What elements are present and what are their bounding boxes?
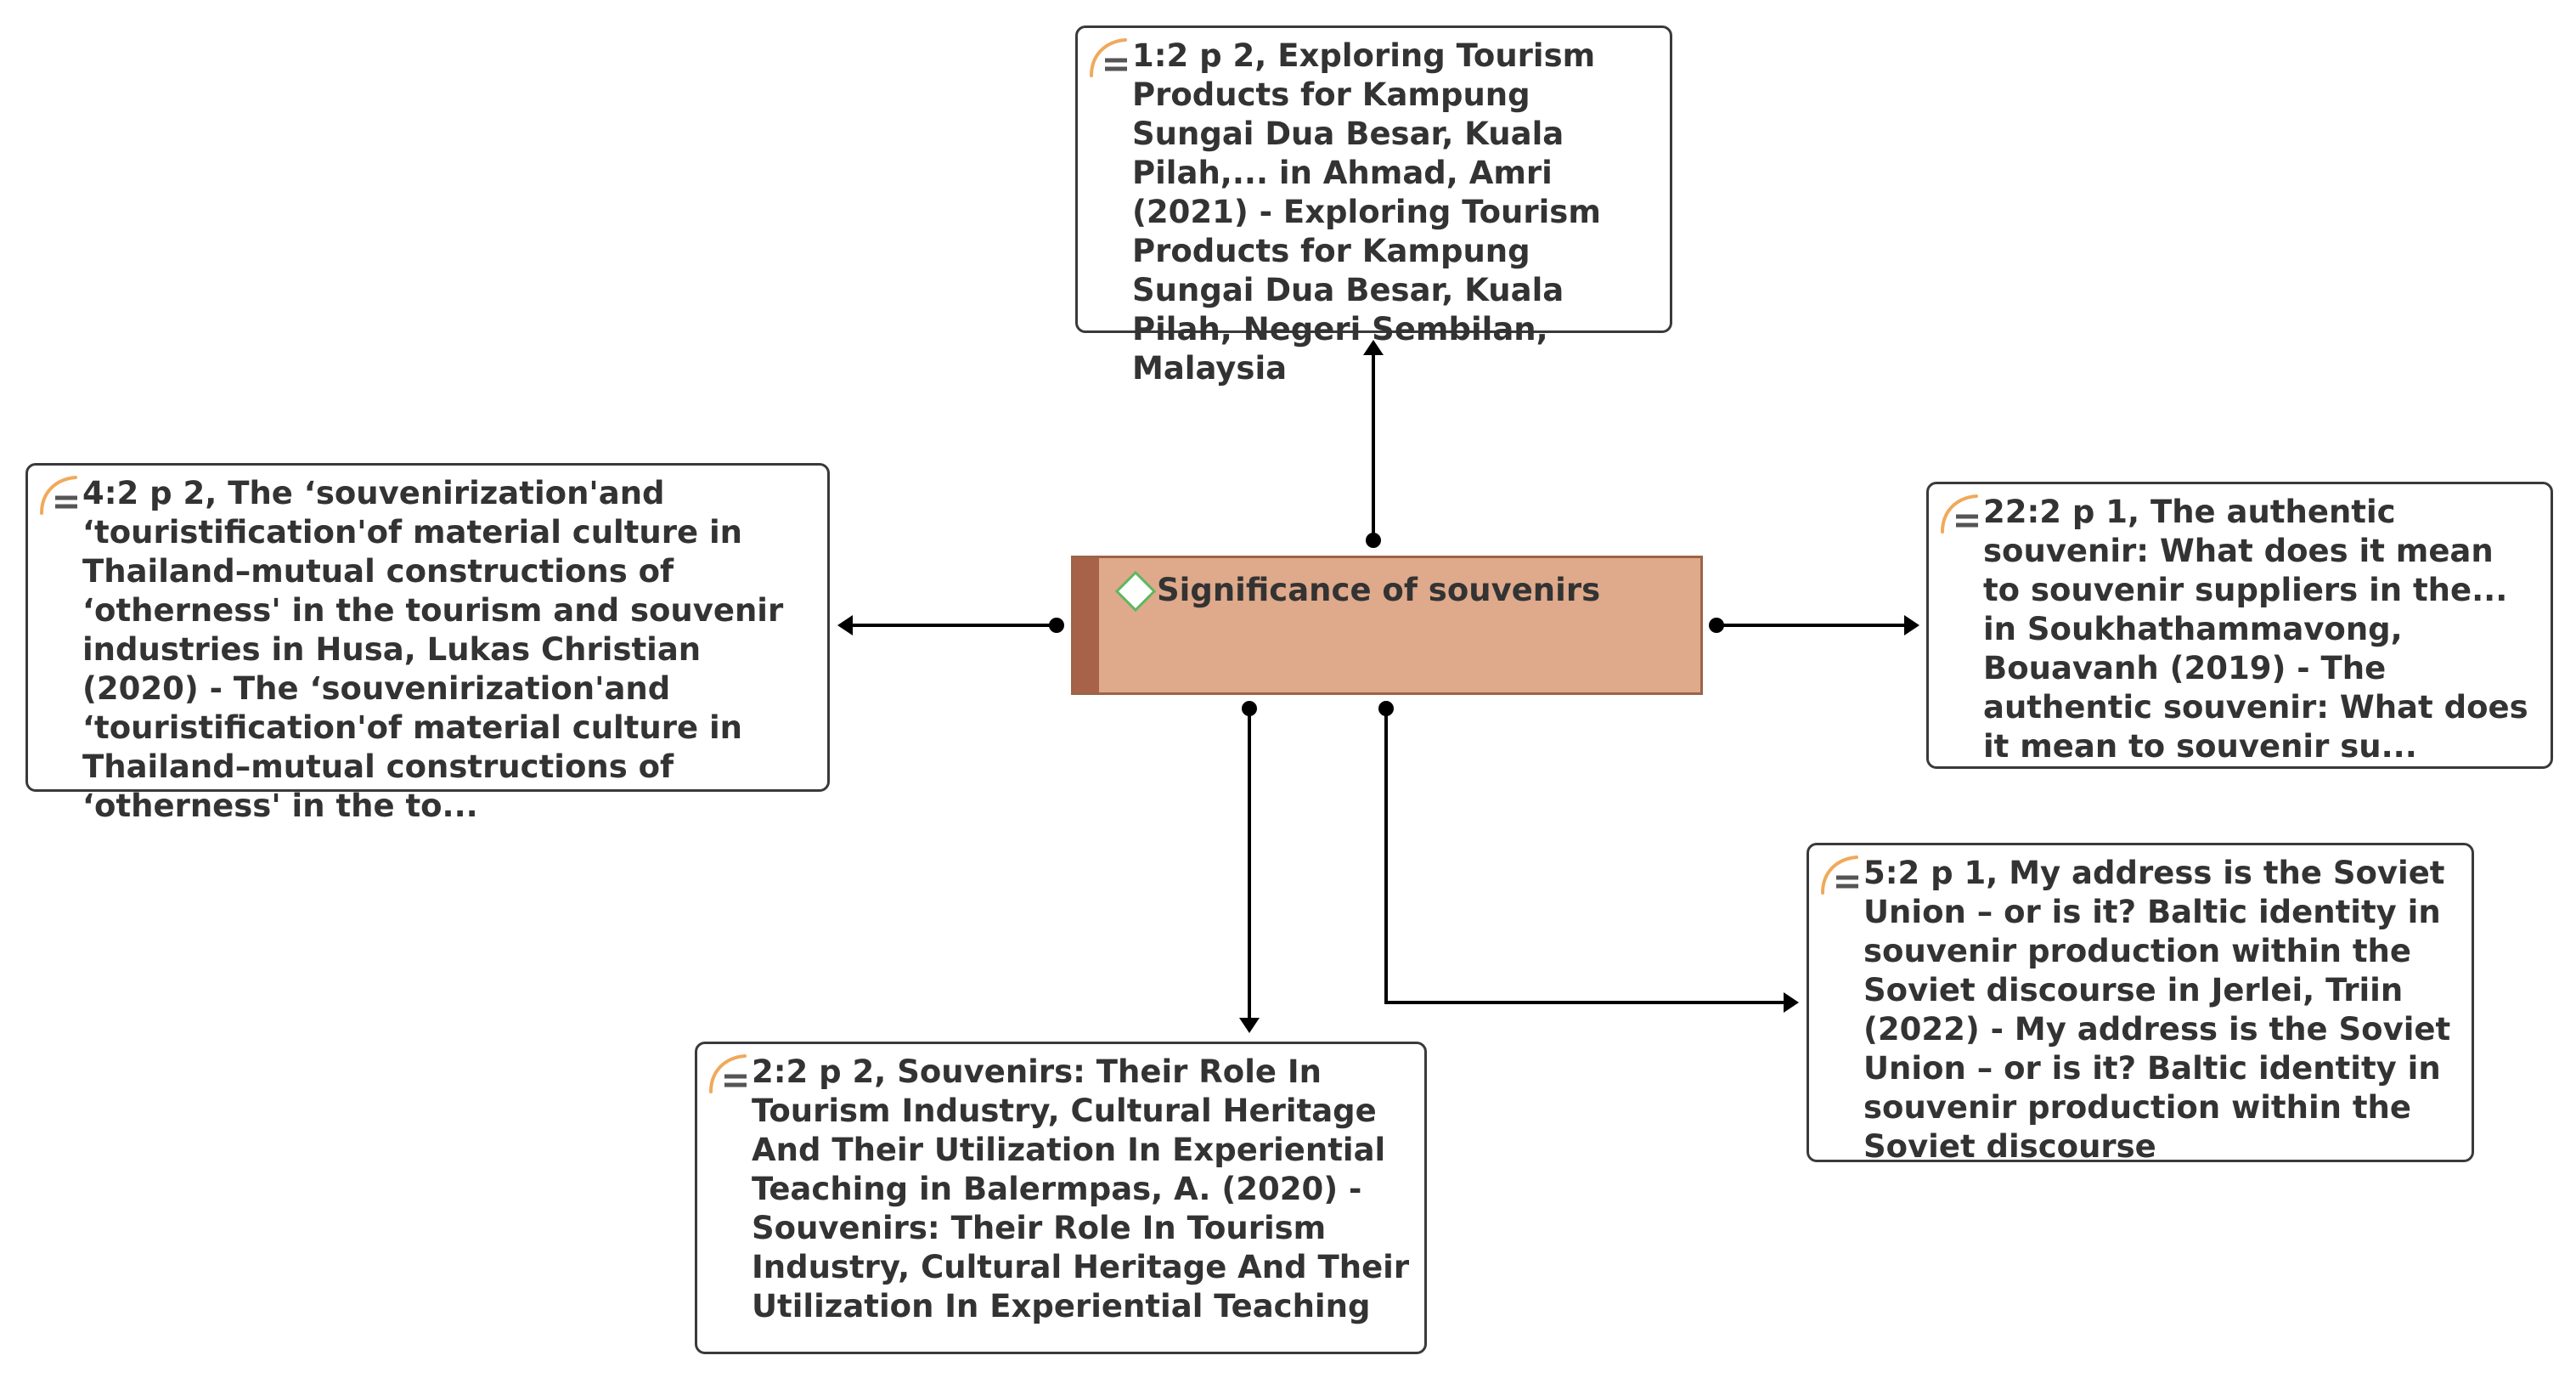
quotation-icon xyxy=(709,1054,747,1093)
code-label: Significance of souvenirs xyxy=(1157,572,1601,608)
link-to-quotation-5[interactable] xyxy=(1378,701,1799,1013)
quotation-text: 2:2 p 2, Souvenirs: Their Role In Touris… xyxy=(752,1053,1410,1324)
quotation-node-5[interactable]: 5:2 p 1, My address is the Soviet Union … xyxy=(1807,843,2474,1165)
quotation-text: 5:2 p 1, My address is the Soviet Union … xyxy=(1863,855,2451,1165)
quotation-node-1[interactable]: 1:2 p 2, Exploring Tourism Products for … xyxy=(1075,25,1672,387)
quotation-node-4[interactable]: 4:2 p 2, The ‘souvenirization'and ‘touri… xyxy=(25,463,830,824)
arrowhead-icon xyxy=(1239,1018,1260,1033)
link-to-quotation-2[interactable] xyxy=(1239,701,1260,1033)
arrowhead-icon xyxy=(1784,992,1799,1013)
quotation-text: 22:2 p 1, The authentic souvenir: What d… xyxy=(1983,494,2528,765)
code-node-significance-of-souvenirs[interactable]: Significance of souvenirs xyxy=(1071,556,1703,695)
quotation-text: 4:2 p 2, The ‘souvenirization'and ‘touri… xyxy=(82,475,784,824)
quotation-text: 1:2 p 2, Exploring Tourism Products for … xyxy=(1132,37,1601,387)
arrowhead-icon xyxy=(1904,615,1919,635)
link-origin-dot xyxy=(1378,701,1394,716)
quotation-node-2[interactable]: 2:2 p 2, Souvenirs: Their Role In Touris… xyxy=(695,1042,1427,1354)
link-origin-dot xyxy=(1709,618,1724,633)
quotation-icon xyxy=(40,476,77,515)
arrowhead-icon xyxy=(837,615,853,635)
quotation-node-22[interactable]: 22:2 p 1, The authentic souvenir: What d… xyxy=(1926,482,2553,769)
link-origin-dot xyxy=(1049,618,1064,633)
quotation-icon xyxy=(1941,494,1978,534)
link-to-quotation-22[interactable] xyxy=(1709,615,1919,635)
link-origin-dot xyxy=(1242,701,1257,716)
quotation-icon xyxy=(1090,38,1127,77)
code-diamond-icon xyxy=(1114,570,1157,613)
code-color-strip xyxy=(1074,558,1099,692)
link-origin-dot xyxy=(1366,533,1381,548)
link-to-quotation-4[interactable] xyxy=(837,615,1064,635)
quotation-icon xyxy=(1821,856,1858,895)
